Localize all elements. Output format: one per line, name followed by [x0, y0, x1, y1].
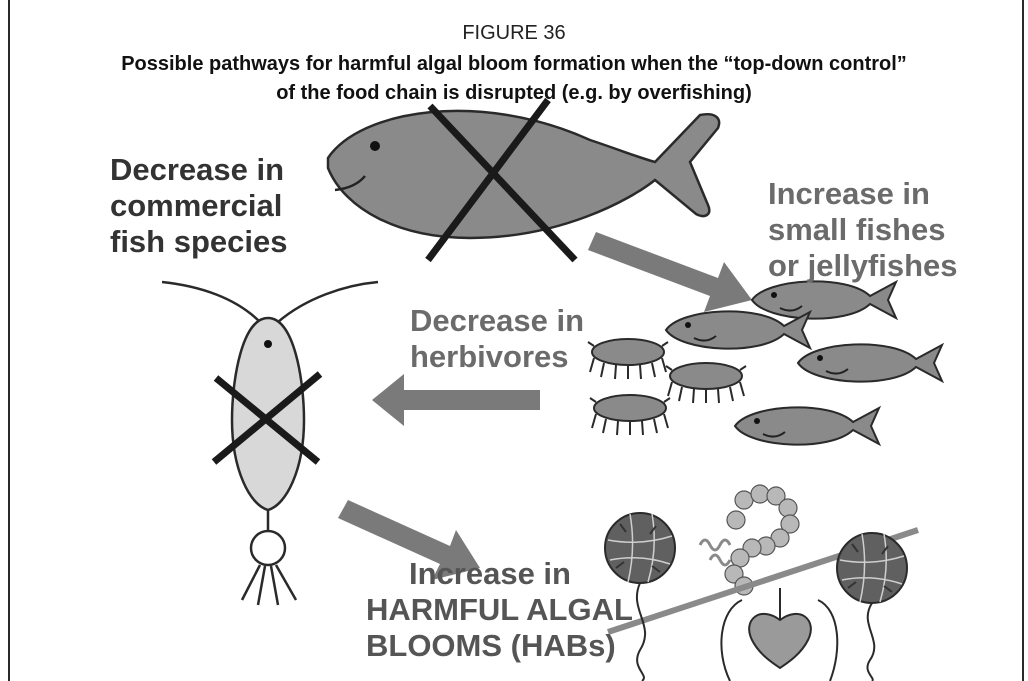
label-increase-small-fishes: Increase in small fishes or jellyfishes: [768, 176, 958, 284]
label-line: Decrease in: [410, 303, 584, 339]
small-fish-icon: [735, 407, 879, 444]
label-line: herbivores: [410, 339, 584, 375]
label-line: Increase in: [768, 176, 958, 212]
label-decrease-commercial-fish: Decrease in commercial fish species: [110, 152, 287, 260]
label-line: small fishes: [768, 212, 958, 248]
harmful-algae-icon: [605, 485, 918, 681]
arrow-to-small-fishes: [588, 232, 752, 312]
small-fish-icon: [798, 344, 942, 381]
jellyfish-icon: [590, 395, 670, 435]
label-line: or jellyfishes: [768, 248, 958, 284]
label-decrease-herbivores: Decrease in herbivores: [410, 303, 584, 375]
small-fish-icon: [752, 281, 896, 318]
label-line: HARMFUL ALGAL: [366, 592, 614, 628]
label-line: BLOOMS (HABs): [366, 628, 614, 664]
label-line: commercial: [110, 188, 287, 224]
label-line: Increase in: [366, 556, 614, 592]
arrow-to-herbivores: [372, 374, 540, 426]
label-increase-habs: Increase in HARMFUL ALGAL BLOOMS (HABs): [366, 556, 614, 664]
jellyfish-icon: [666, 363, 746, 403]
copepod-icon: [162, 282, 378, 605]
label-line: Decrease in: [110, 152, 287, 188]
label-line: fish species: [110, 224, 287, 260]
jellyfish-icon: [588, 339, 668, 379]
